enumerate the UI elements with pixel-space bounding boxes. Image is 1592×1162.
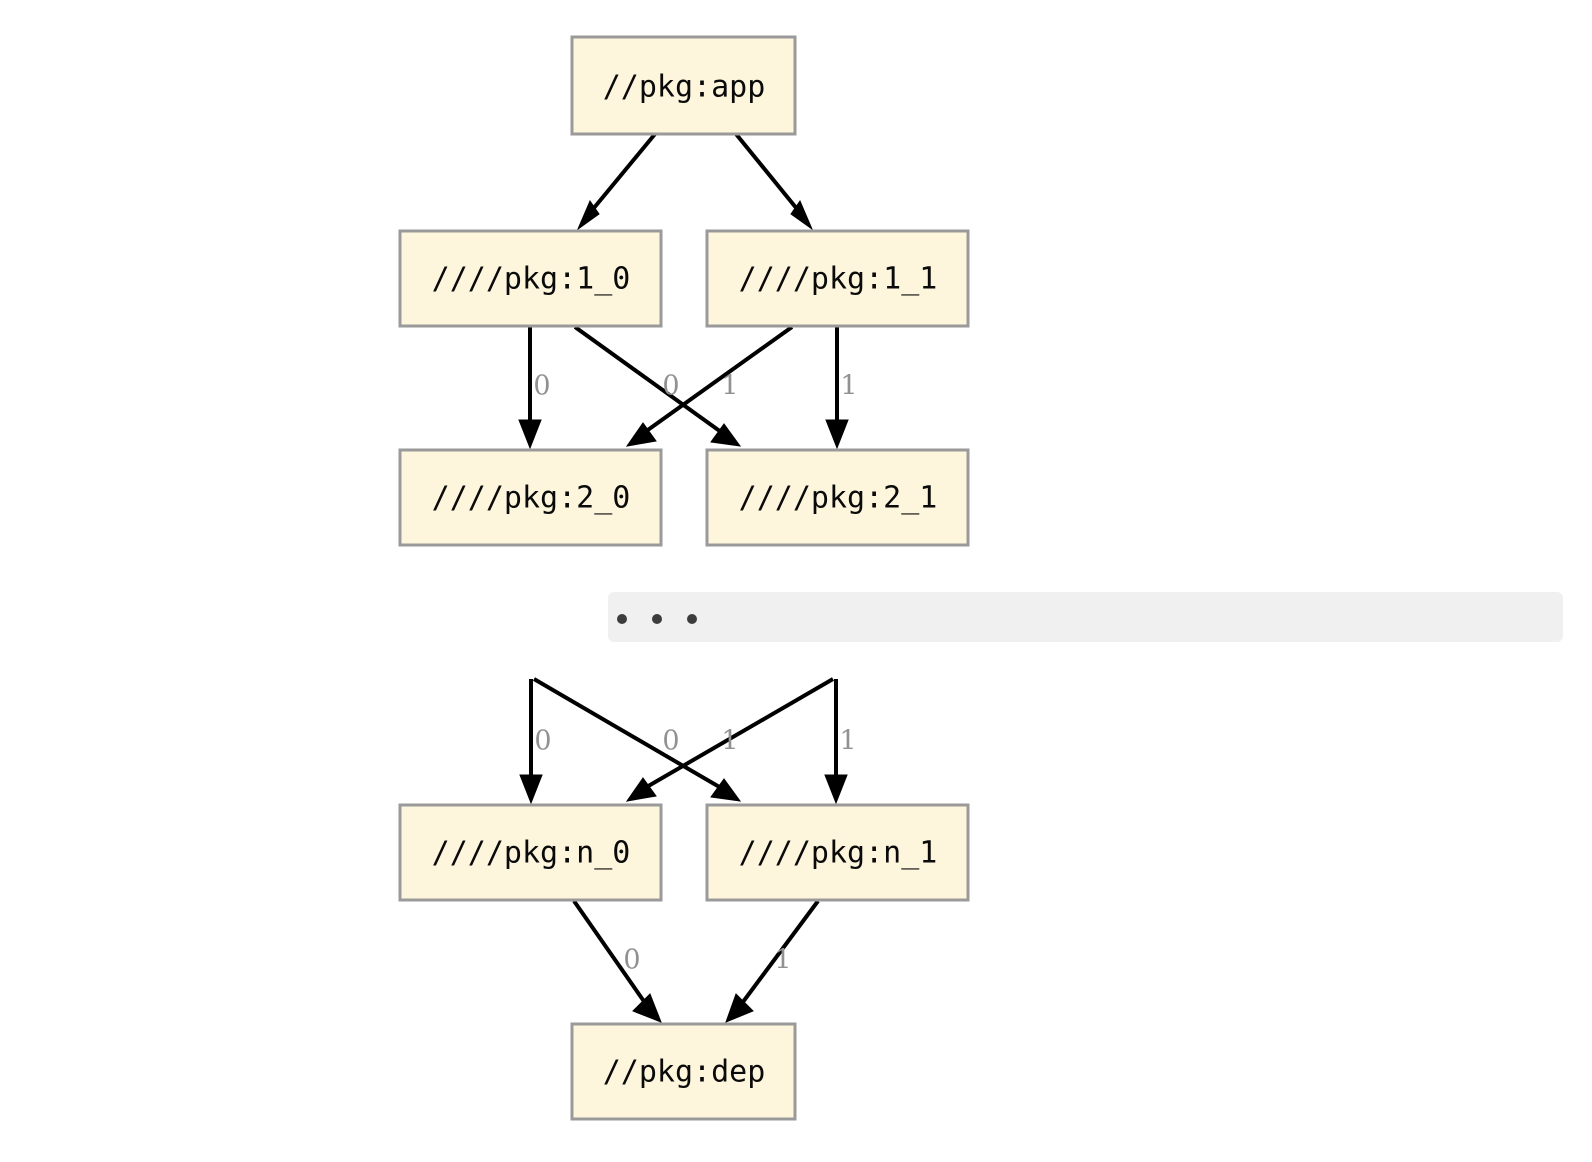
arrowhead-icon bbox=[625, 422, 657, 447]
edge-pkg-n-0-to-dep: 0 bbox=[572, 899, 662, 1023]
arrowhead-icon bbox=[519, 774, 543, 805]
edge-label: 1 bbox=[721, 726, 738, 757]
edge-truncated-to-pkg-n-0: 0 bbox=[519, 679, 552, 805]
arrowhead-icon bbox=[632, 993, 662, 1023]
node-pkg-n-1[interactable]: ////pkg:n_1 bbox=[705, 803, 970, 902]
node-box[interactable] bbox=[398, 448, 663, 547]
edge-label: 0 bbox=[533, 371, 550, 402]
edge-label: 0 bbox=[534, 726, 551, 757]
node-pkg-2-0[interactable]: ////pkg:2_0 bbox=[398, 448, 663, 547]
edge-truncated-to-pkg-n-0-right: 1 bbox=[625, 677, 835, 802]
node-label: ////pkg:2_1 bbox=[739, 481, 938, 516]
arrowhead-icon bbox=[710, 423, 742, 447]
edge-line bbox=[734, 132, 808, 222]
edge-pkg-1-1-to-pkg-2-0: 1 bbox=[625, 325, 794, 447]
edge-line bbox=[636, 325, 794, 439]
node-label: ////pkg:1_0 bbox=[432, 262, 631, 297]
node-label: //pkg:dep bbox=[603, 1055, 766, 1090]
edge-app-to-pkg-1-0 bbox=[576, 132, 657, 231]
node-label: ////pkg:1_1 bbox=[739, 262, 938, 297]
edge-line bbox=[573, 325, 730, 439]
node-box[interactable] bbox=[570, 35, 797, 136]
ellipsis-dot-icon bbox=[652, 614, 662, 624]
edge-label: 0 bbox=[623, 945, 640, 976]
node-pkg-n-0[interactable]: ////pkg:n_0 bbox=[398, 803, 663, 902]
node-label: ////pkg:2_0 bbox=[432, 481, 631, 516]
node-pkg-app[interactable]: //pkg:app bbox=[570, 35, 797, 136]
ellipsis-band bbox=[608, 592, 1563, 642]
edge-label: 1 bbox=[721, 371, 738, 402]
arrowhead-icon bbox=[576, 199, 600, 231]
edge-pkg-1-0-to-pkg-2-0: 0 bbox=[518, 327, 551, 450]
arrowhead-icon bbox=[710, 778, 742, 802]
edge-layer: 0 0 1 1 0 0 bbox=[518, 132, 858, 1023]
arrowhead-icon bbox=[725, 993, 754, 1023]
edge-pkg-n-1-to-dep: 1 bbox=[725, 899, 820, 1023]
node-pkg-2-1[interactable]: ////pkg:2_1 bbox=[705, 448, 970, 547]
edge-truncated-to-pkg-n-1-right: 1 bbox=[824, 679, 857, 805]
edge-app-to-pkg-1-1 bbox=[734, 132, 814, 231]
node-box[interactable] bbox=[705, 229, 970, 328]
node-pkg-1-1[interactable]: ////pkg:1_1 bbox=[705, 229, 970, 328]
edge-line bbox=[532, 677, 730, 794]
arrowhead-icon bbox=[824, 774, 848, 805]
arrowhead-icon bbox=[625, 777, 657, 802]
node-box[interactable] bbox=[705, 803, 970, 902]
node-label: ////pkg:n_1 bbox=[739, 836, 938, 871]
edge-pkg-1-0-to-pkg-2-1: 0 bbox=[573, 325, 742, 447]
ellipsis-dot-icon bbox=[687, 614, 697, 624]
truncation-ellipsis bbox=[608, 592, 1563, 642]
edge-line bbox=[636, 677, 835, 794]
ellipsis-dot-icon bbox=[617, 614, 627, 624]
node-label: //pkg:app bbox=[603, 70, 766, 105]
edge-label: 0 bbox=[662, 371, 679, 402]
arrowhead-icon bbox=[790, 199, 814, 231]
edge-line bbox=[582, 132, 657, 222]
node-pkg-dep[interactable]: //pkg:dep bbox=[570, 1022, 797, 1121]
node-layer: //pkg:app ////pkg:1_0 ////pkg:1_1 ////pk… bbox=[398, 35, 970, 1121]
edge-label: 1 bbox=[840, 371, 857, 402]
edge-line bbox=[735, 899, 820, 1012]
node-label: ////pkg:n_0 bbox=[432, 836, 631, 871]
node-box[interactable] bbox=[398, 229, 663, 328]
arrowhead-icon bbox=[518, 419, 542, 450]
arrowhead-icon bbox=[825, 419, 849, 450]
edge-line bbox=[572, 899, 652, 1012]
edge-pkg-1-1-to-pkg-2-1: 1 bbox=[825, 327, 858, 450]
edge-label: 1 bbox=[839, 726, 856, 757]
node-pkg-1-0[interactable]: ////pkg:1_0 bbox=[398, 229, 663, 328]
node-box[interactable] bbox=[398, 803, 663, 902]
node-box[interactable] bbox=[570, 1022, 797, 1121]
edge-label: 0 bbox=[662, 726, 679, 757]
edge-label: 1 bbox=[774, 945, 791, 976]
edge-truncated-to-pkg-n-1-left: 0 bbox=[532, 677, 742, 802]
node-box[interactable] bbox=[705, 448, 970, 547]
